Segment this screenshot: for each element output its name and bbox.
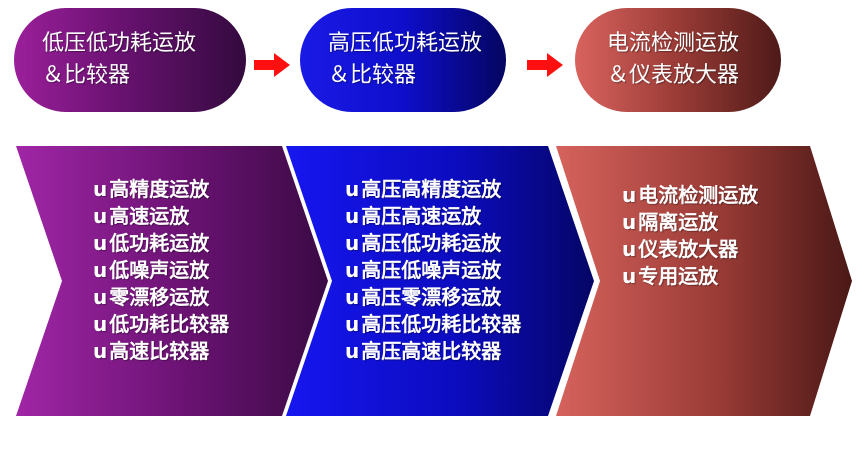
list-item-text: 仪表放大器: [638, 237, 739, 261]
right-arrow-icon: [527, 53, 563, 77]
bullet-icon: u: [345, 339, 360, 363]
bullet-icon: u: [93, 231, 108, 255]
list-item-text: 低功耗比较器: [109, 312, 230, 336]
stage-2-title-line2: ＆比较器: [328, 63, 417, 88]
chevron-band-3: [556, 146, 852, 416]
stage-3-title-line2: ＆仪表放大器: [607, 63, 740, 88]
bullet-icon: u: [93, 204, 108, 228]
list-item-text: 高压低功耗比较器: [361, 312, 522, 336]
bullet-icon: u: [93, 339, 108, 363]
bullet-icon: u: [345, 204, 360, 228]
list-item-text: 专用运放: [638, 264, 719, 288]
list-item-text: 电流检测运放: [638, 183, 759, 207]
list-item-text: 高速运放: [109, 204, 190, 228]
bullet-icon: u: [93, 177, 108, 201]
bullet-icon: u: [345, 312, 360, 336]
stage-1-title: 低压低功耗运放 ＆比较器: [14, 8, 246, 112]
list-item-text: 低功耗运放: [109, 231, 210, 255]
chevron-band-2: [286, 146, 594, 416]
bullet-icon: u: [93, 312, 108, 336]
list-item-text: 高压低功耗运放: [361, 231, 502, 255]
right-arrow-icon: [254, 53, 290, 77]
bullet-icon: u: [93, 285, 108, 309]
stage-2-title-line1: 高压低功耗运放: [328, 31, 483, 56]
bullet-icon: u: [622, 237, 637, 261]
list-item-text: 低噪声运放: [109, 258, 210, 282]
stage-3-title: 电流检测运放 ＆仪表放大器: [575, 8, 781, 112]
bullet-icon: u: [622, 183, 637, 207]
bullet-icon: u: [93, 258, 108, 282]
list-item-text: 高速比较器: [109, 339, 210, 363]
bullet-icon: u: [345, 285, 360, 309]
stage-1-title-line1: 低压低功耗运放: [42, 31, 197, 56]
list-item-text: 零漂移运放: [109, 285, 210, 309]
list-item-text: 高压高精度运放: [361, 177, 502, 201]
bullet-icon: u: [345, 258, 360, 282]
stage-2-title: 高压低功耗运放 ＆比较器: [300, 8, 506, 112]
bullet-icon: u: [345, 231, 360, 255]
list-item-text: 高压高速运放: [361, 204, 482, 228]
stage-3-title-line1: 电流检测运放: [607, 31, 740, 56]
list-item-text: 高压高速比较器: [361, 339, 502, 363]
list-item-text: 高压低噪声运放: [361, 258, 502, 282]
bullet-icon: u: [622, 210, 637, 234]
list-item-text: 隔离运放: [638, 210, 719, 234]
stage-1-title-line2: ＆比较器: [42, 63, 131, 88]
bullet-icon: u: [622, 264, 637, 288]
chevron-band-1: [16, 146, 328, 416]
list-item-text: 高精度运放: [109, 177, 210, 201]
list-item-text: 高压零漂移运放: [361, 285, 502, 309]
bullet-icon: u: [345, 177, 360, 201]
